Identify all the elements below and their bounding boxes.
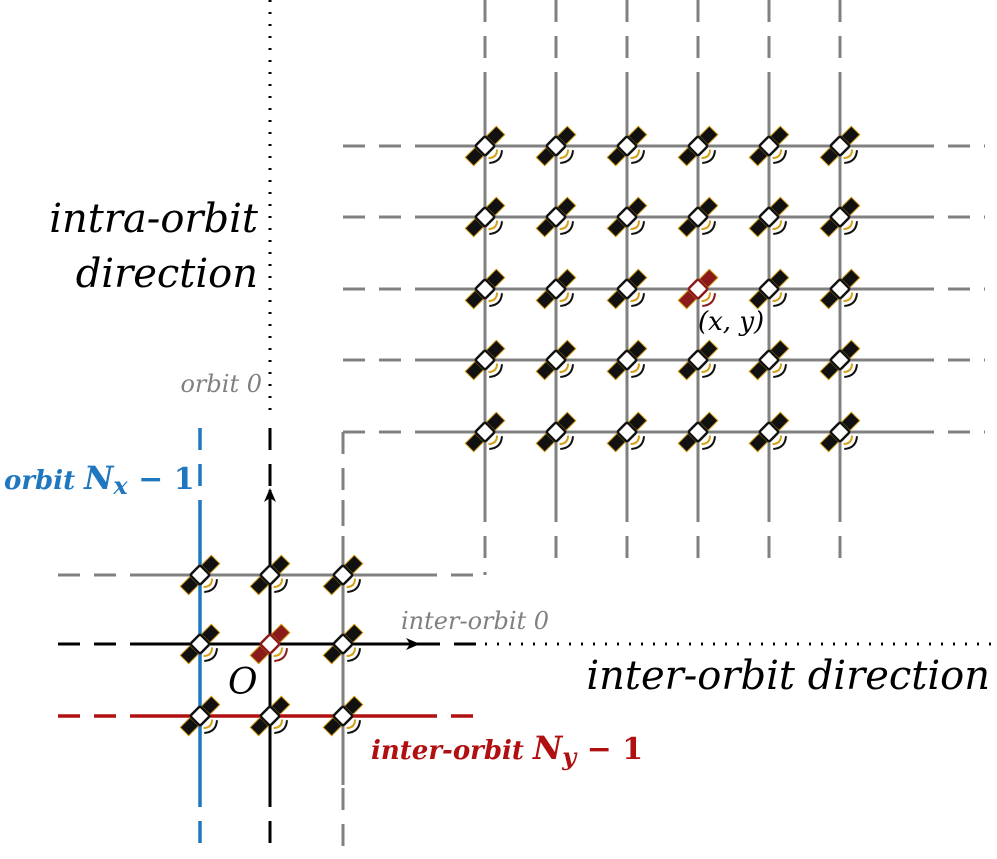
satellite-icon xyxy=(819,411,861,453)
satellite-icon xyxy=(179,695,221,737)
satellite-icon xyxy=(819,196,861,238)
highlighted-node-label: (x, y) xyxy=(698,307,764,337)
satellite-icon xyxy=(179,623,221,665)
satellite-icon xyxy=(606,125,648,167)
satellite-icon xyxy=(677,411,719,453)
satellite-icon xyxy=(677,196,719,238)
satellite-icon xyxy=(535,411,577,453)
satellite-icon xyxy=(748,196,790,238)
satellite-icon xyxy=(535,339,577,381)
satellite-icon xyxy=(606,339,648,381)
orbit-0-label: orbit 0 xyxy=(180,370,262,398)
satellite-icon xyxy=(535,125,577,167)
satellite-icon xyxy=(606,268,648,310)
satellite-icon xyxy=(677,339,719,381)
satellite-icon xyxy=(606,411,648,453)
satellite-icon xyxy=(249,695,291,737)
origin-satellite-icon xyxy=(249,623,291,665)
origin-label: O xyxy=(228,662,258,703)
satellites xyxy=(179,125,861,737)
inter-orbit-ny-minus-1-label: inter-orbit Ny − 1 xyxy=(371,729,643,771)
satellite-icon xyxy=(179,554,221,596)
highlighted-satellite-icon xyxy=(677,268,719,310)
satellite-icon xyxy=(464,411,506,453)
satellite-icon xyxy=(249,554,291,596)
satellite-icon xyxy=(606,196,648,238)
orbit-nx-minus-1-label: orbit Nx − 1 xyxy=(4,459,195,500)
satellite-icon xyxy=(748,339,790,381)
grid-lines xyxy=(58,0,995,855)
inter-orbit-direction-label: inter-orbit direction xyxy=(586,653,990,699)
satellite-icon xyxy=(464,268,506,310)
satellite-icon xyxy=(819,125,861,167)
satellite-icon xyxy=(464,339,506,381)
satellite-icon xyxy=(748,411,790,453)
intra-orbit-direction-label: intra-orbit xyxy=(49,196,259,242)
satellite-icon xyxy=(535,268,577,310)
satellite-icon xyxy=(322,554,364,596)
satellite-icon xyxy=(322,623,364,665)
satellite-icon xyxy=(677,125,719,167)
satellite-icon xyxy=(464,196,506,238)
satellite-icon xyxy=(819,268,861,310)
inter-orbit-0-label: inter-orbit 0 xyxy=(401,607,549,635)
intra-orbit-direction-label-line2: direction xyxy=(76,251,258,297)
satellite-icon xyxy=(322,695,364,737)
satellite-icon xyxy=(748,268,790,310)
satellite-icon xyxy=(819,339,861,381)
satellite-icon xyxy=(748,125,790,167)
satellite-icon xyxy=(464,125,506,167)
satellite-icon xyxy=(535,196,577,238)
